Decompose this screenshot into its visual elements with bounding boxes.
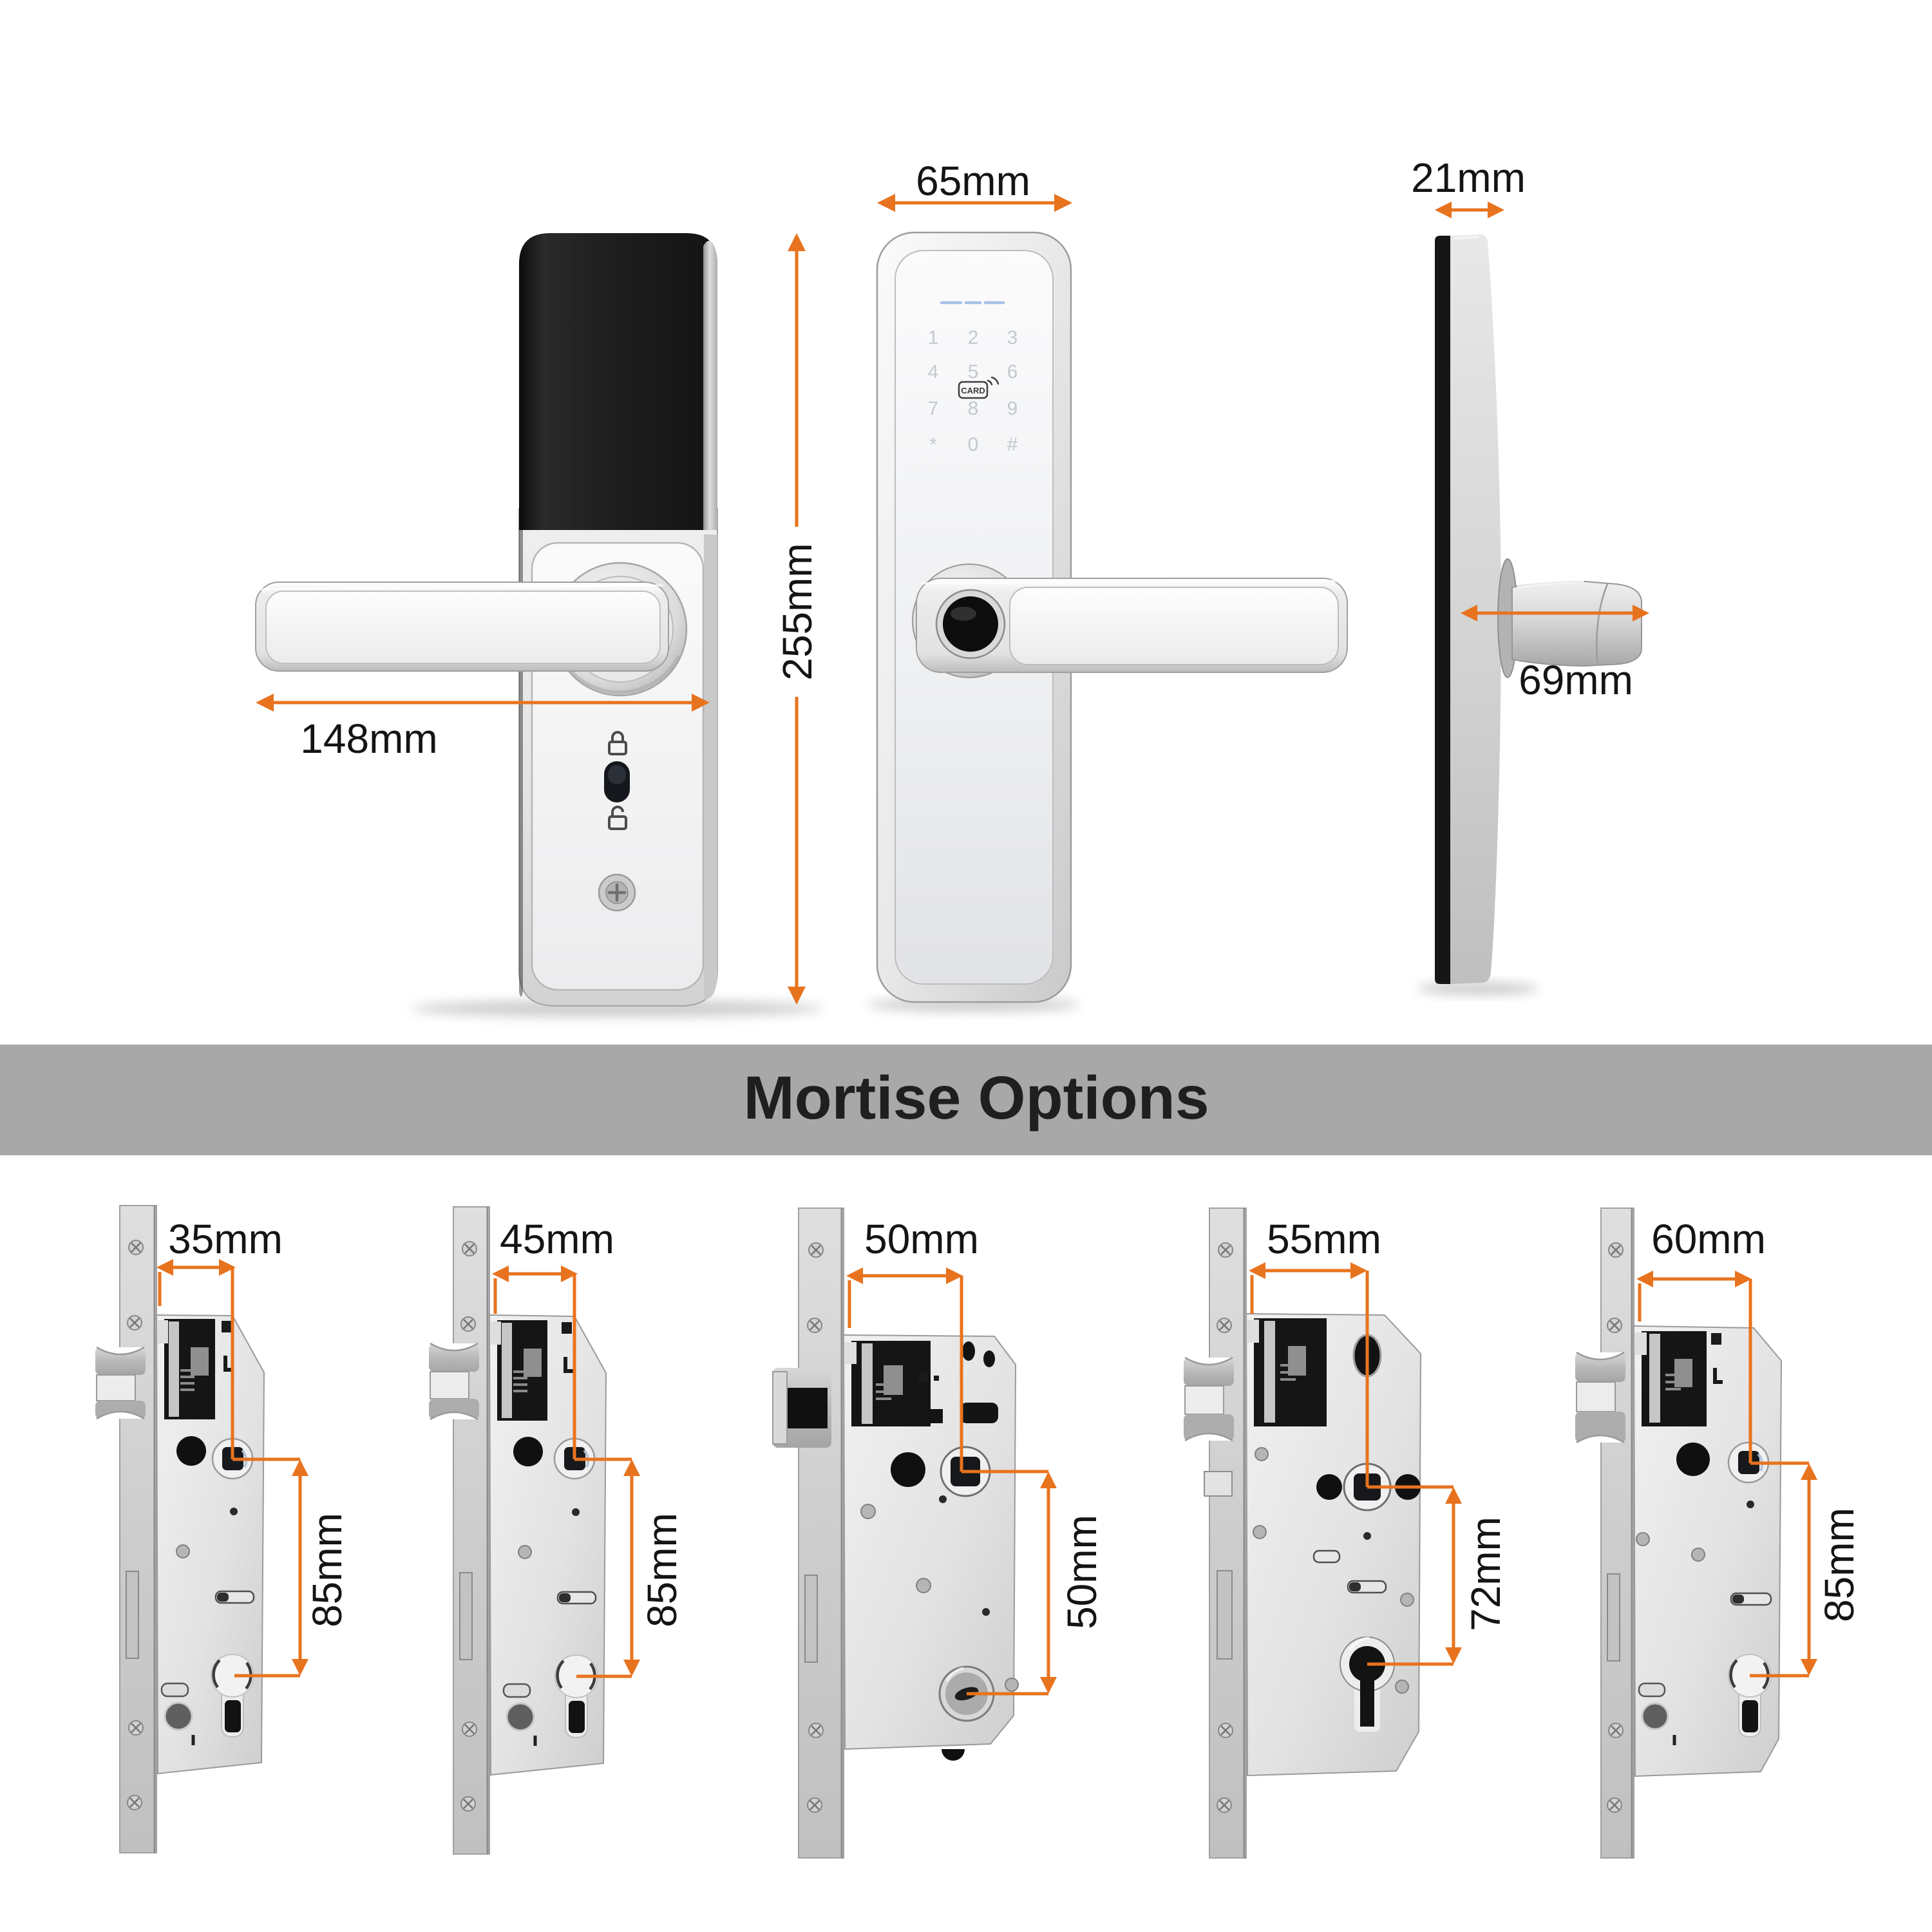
svg-text:4: 4 (928, 361, 939, 383)
svg-text:9: 9 (1007, 398, 1018, 419)
svg-text:#: # (1007, 434, 1018, 455)
svg-text:*: * (929, 434, 937, 455)
svg-text:65mm: 65mm (916, 158, 1030, 204)
svg-text:3: 3 (1007, 327, 1018, 348)
svg-text:1: 1 (928, 327, 939, 348)
svg-text:85mm: 85mm (304, 1513, 350, 1627)
svg-text:50mm: 50mm (864, 1216, 979, 1262)
svg-text:21mm: 21mm (1411, 155, 1526, 201)
svg-text:Mortise Options: Mortise Options (743, 1064, 1209, 1132)
svg-text:148mm: 148mm (300, 715, 437, 762)
svg-text:45mm: 45mm (500, 1216, 614, 1262)
svg-text:69mm: 69mm (1519, 657, 1633, 703)
svg-text:8: 8 (968, 398, 979, 419)
svg-text:60mm: 60mm (1651, 1216, 1766, 1262)
svg-text:7: 7 (928, 398, 939, 419)
svg-text:85mm: 85mm (1816, 1508, 1862, 1622)
svg-text:50mm: 50mm (1059, 1515, 1105, 1629)
svg-text:6: 6 (1007, 361, 1018, 383)
svg-text:255mm: 255mm (774, 543, 820, 680)
svg-text:2: 2 (968, 327, 979, 348)
svg-text:55mm: 55mm (1267, 1216, 1381, 1262)
svg-text:35mm: 35mm (168, 1216, 283, 1262)
svg-text:85mm: 85mm (639, 1513, 685, 1627)
svg-text:72mm: 72mm (1463, 1517, 1509, 1631)
svg-text:5: 5 (968, 361, 979, 383)
svg-text:CARD: CARD (961, 386, 985, 395)
svg-text:0: 0 (968, 434, 979, 455)
